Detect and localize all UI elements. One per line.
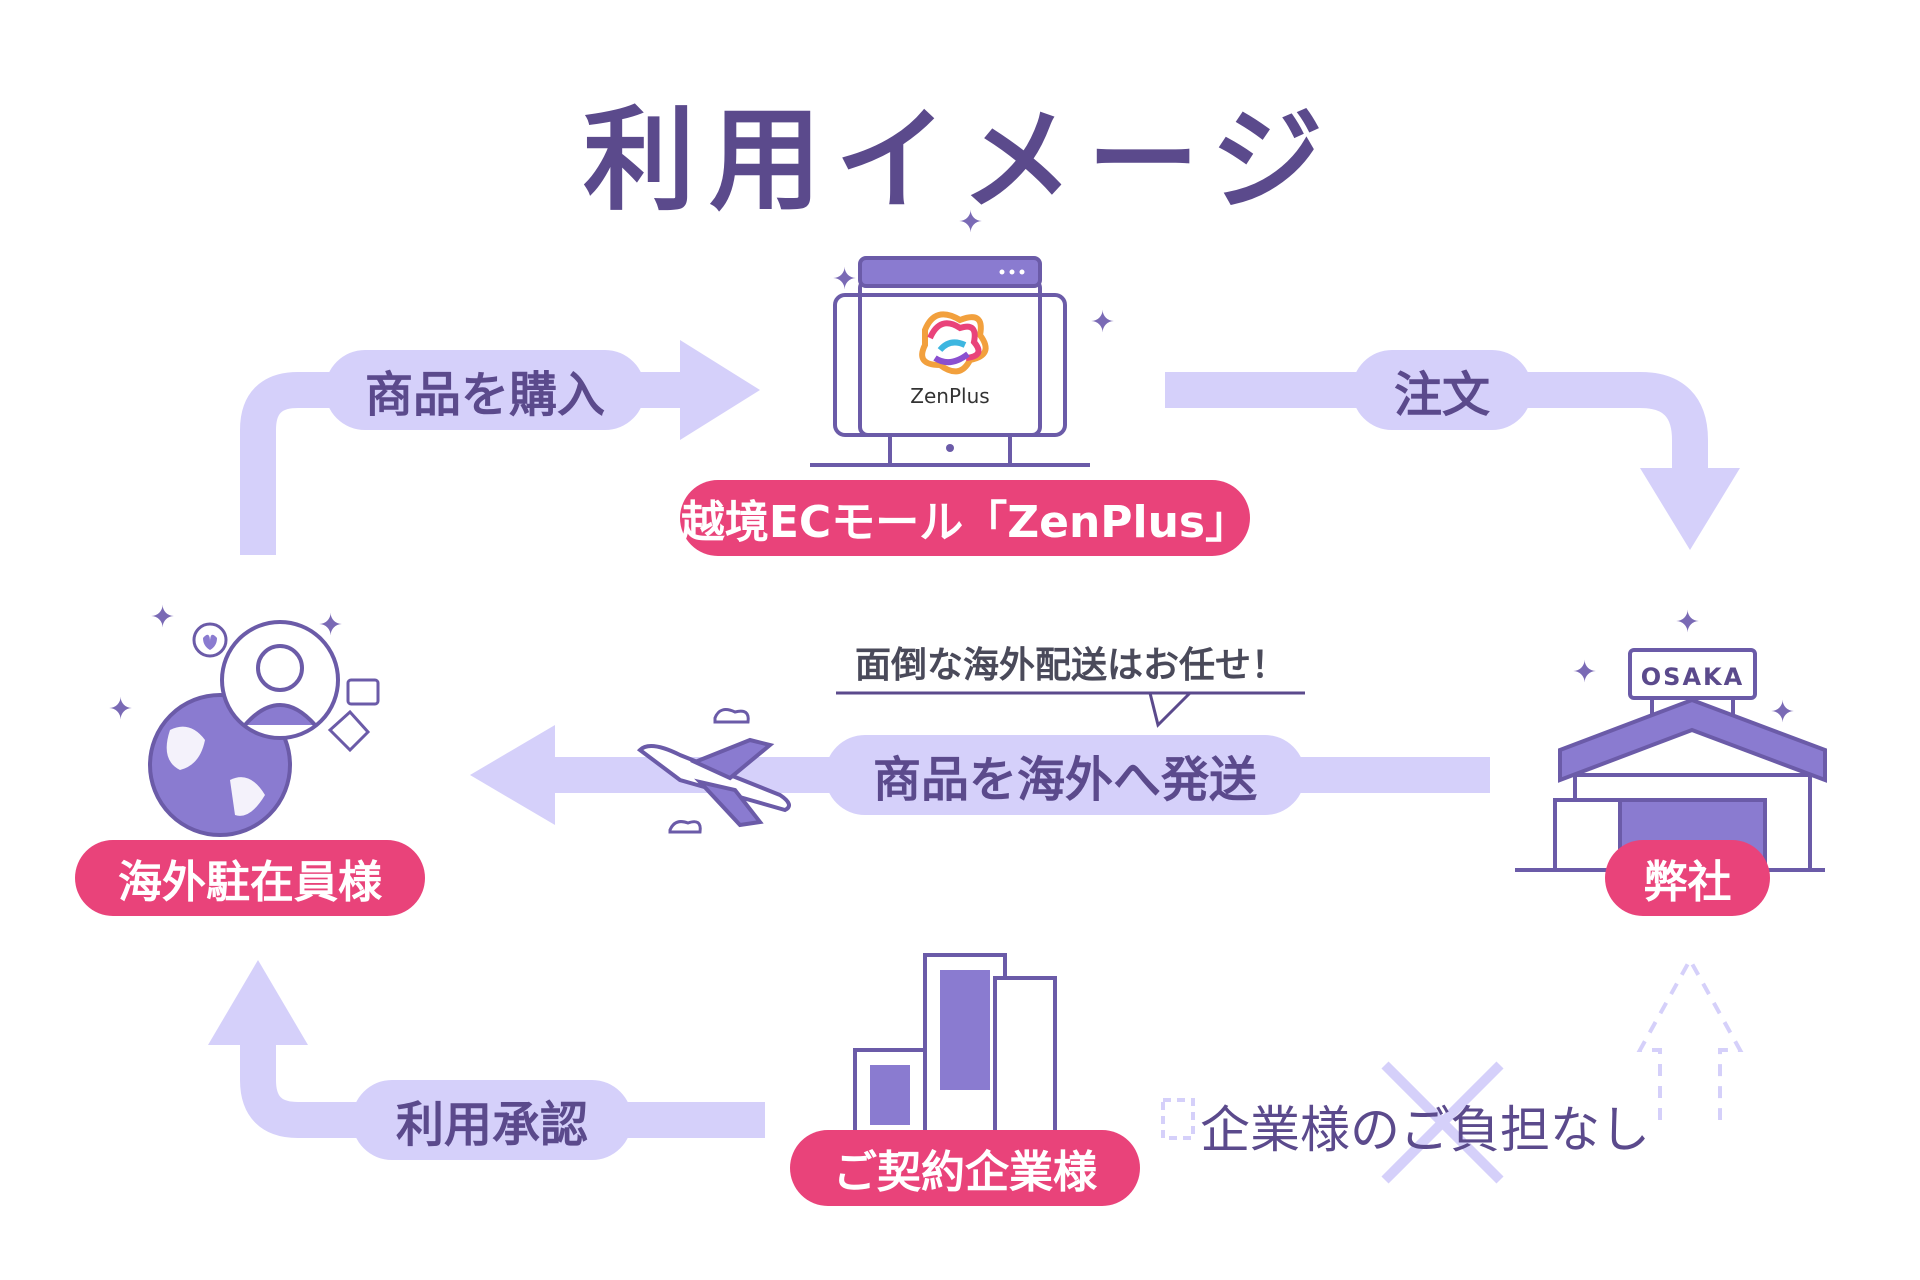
sparkle-icon: ✦ xyxy=(318,608,344,643)
approve-arrowhead xyxy=(208,960,308,1045)
approve-arrow xyxy=(240,1040,765,1138)
sparkle-icon: ✦ xyxy=(832,262,858,297)
zenplus-logo xyxy=(919,311,989,375)
sparkle-icon: ✦ xyxy=(1572,655,1598,690)
cross-mark-b xyxy=(1381,1061,1504,1184)
globe-person-icon xyxy=(148,620,380,837)
office-building-icon xyxy=(853,953,1057,1157)
speech-note: 面倒な海外配送はお任せ！ xyxy=(854,645,1287,686)
no-cost-text: 企業様のご負担なし xyxy=(1200,1101,1650,1159)
bracket-mark xyxy=(1161,1098,1195,1140)
approve-label: 利用承認 xyxy=(352,1080,632,1160)
laptop-icon xyxy=(810,256,1090,467)
ship-arrowhead xyxy=(470,725,555,825)
sparkle-icon: ✦ xyxy=(150,600,176,635)
sparkle-icon: ✦ xyxy=(1770,695,1796,730)
osaka-sign: OSAKA xyxy=(1640,663,1745,691)
page-title: 利用イメージ xyxy=(583,96,1337,226)
order-arrowhead xyxy=(1640,468,1740,550)
purchase-arrow xyxy=(240,372,690,555)
purchase-label: 商品を購入 xyxy=(325,350,645,430)
expat-label: 海外駐在員様 xyxy=(75,840,425,916)
speech-tail xyxy=(836,691,1305,728)
sparkle-icon: ✦ xyxy=(1090,305,1116,340)
client-label: ご契約企業様 xyxy=(790,1130,1140,1206)
dashed-arrow xyxy=(1636,955,1744,1120)
order-label: 注文 xyxy=(1352,350,1532,430)
order-arrow xyxy=(1165,372,1708,470)
ship-label: 商品を海外へ発送 xyxy=(825,735,1305,815)
airplane-icon xyxy=(636,708,791,834)
sparkle-icon: ✦ xyxy=(958,205,984,240)
zenplus-logo-text: ZenPlus xyxy=(910,384,990,408)
company-label: 弊社 xyxy=(1605,840,1770,916)
mall-label: 越境ECモール「ZenPlus」 xyxy=(680,480,1250,556)
purchase-arrowhead xyxy=(680,340,760,440)
sparkle-icon: ✦ xyxy=(108,692,134,727)
sparkle-icon: ✦ xyxy=(1675,605,1701,640)
